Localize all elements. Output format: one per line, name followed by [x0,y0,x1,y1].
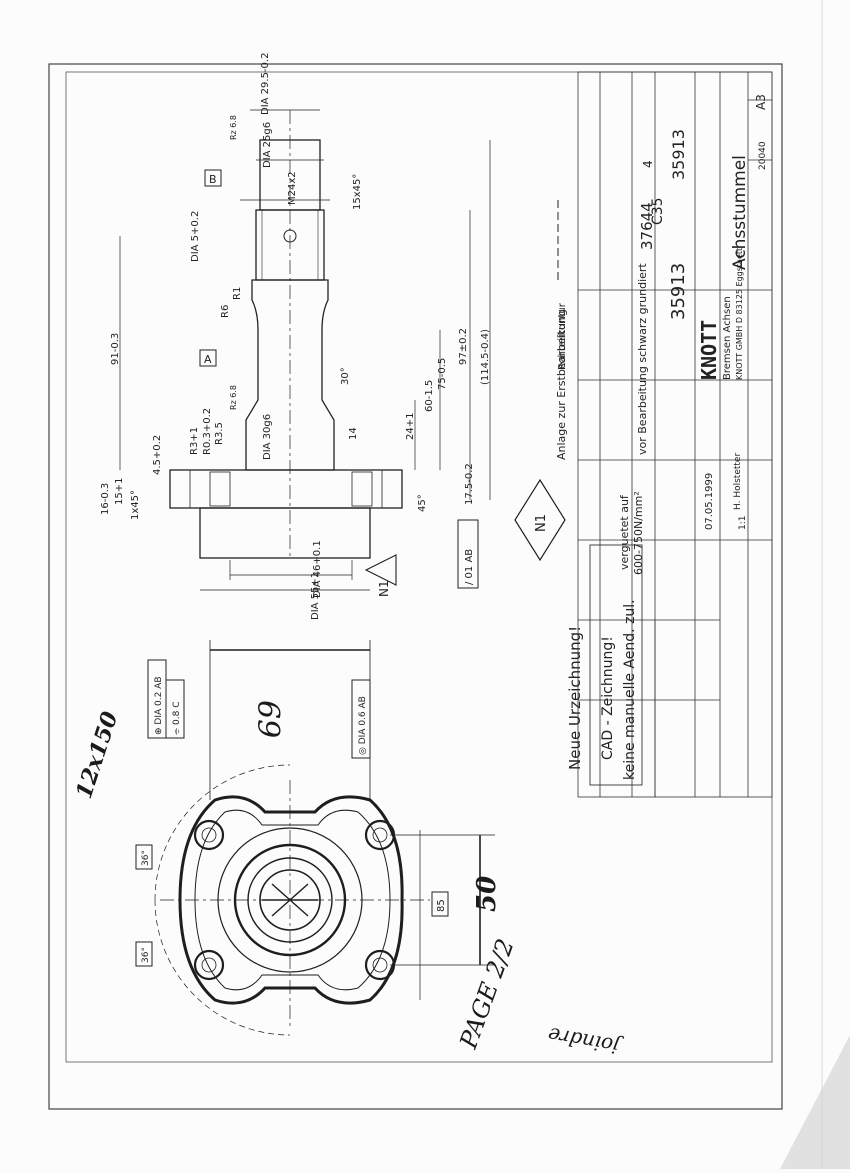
shaft-drawing [119,109,491,591]
outer-border [48,63,783,1110]
surface-finish-rz: Rz 6.8 Rz 6.8 [229,115,238,410]
company-line1: Bremsen Achsen [722,296,733,380]
dim-30-deg: 30° [340,367,351,385]
dim-60: 60-1.5 [424,380,435,412]
hand-dim-69: 69 [250,700,285,738]
drawing-number: 37644 [638,202,656,250]
company-logo: KNOTT [697,320,721,380]
part-number-top: 35913 [669,129,688,180]
notes-block: Anlage zur Erstbearbeitung Rohteilkontur… [555,200,643,786]
dim-91: 91-0.3 [110,333,121,365]
dim-r3-5: R3.5 [214,422,225,445]
dim-75: 75-0.5 [437,358,448,390]
angle-36-bottom: 36° [135,941,153,967]
note-first-machining: Anlage zur Erstbearbeitung [555,309,568,460]
dim-r3: R3+1 [189,427,200,455]
datum-b: B [204,169,222,187]
dim-dia-29-5: DIA 29.5-0.2 [260,53,271,115]
dim-r1: R1 [232,287,243,300]
ref-number: 20040 [758,141,768,170]
angle-36-top: 36° [135,844,153,870]
dim-m24: M24x2 [287,171,298,205]
flange-view [154,640,495,1036]
treatment-2: 600-750N/mm² [632,491,645,575]
dim-45-deg: 45° [417,494,428,512]
dim-24: 24+1 [405,413,416,440]
svg-text:36°: 36° [141,850,151,866]
note-new-original: Neue Urzeichnung! [566,626,584,770]
material: C35 [650,197,666,225]
svg-text:B: B [209,173,217,186]
drawn-by: H. Holstetter [733,453,743,510]
dim-dia-25: DIA 25g6 [262,122,273,168]
svg-text:Rz 6.8: Rz 6.8 [229,115,238,140]
dim-dia-46: DIA 46+0.1 [312,540,323,598]
company-line2: KNOTT GMBH D 83125 Eggstaett [735,248,744,380]
note-cad-line1: CAD - Zeichnung! [600,636,616,760]
svg-text:N1: N1 [534,514,549,532]
note-rough-contour: Rohteilkontur [557,302,568,370]
title-block [577,71,773,798]
tolerance-symmetry: ⌯ 0.8 C [165,679,185,739]
svg-text:Rz 6.8: Rz 6.8 [229,385,238,410]
tolerance-runout: / 01 AB [457,519,479,589]
dim-16: 16-0.3 [100,483,111,515]
part-title: Achsstummel [730,155,750,270]
treatment-1: verguetet auf [618,494,631,570]
svg-text:/ 01 AB: / 01 AB [464,549,475,585]
revision: 4 [641,160,655,168]
svg-text:85: 85 [436,899,447,912]
datum-n1-large: N1 [514,478,566,562]
dim-dia-5: DIA 5+0.2 [190,211,201,262]
finish-note: vor Bearbeitung schwarz grundiert [636,263,649,455]
dim-114: (114.5-0.4) [480,329,491,385]
datum-a: A [199,349,217,367]
sheet-format: A3 [754,94,768,110]
dim-97: 97±0.2 [458,328,469,365]
dim-4-5: 4.5+0.2 [152,435,163,475]
svg-text:36°: 36° [141,947,151,963]
part-number-large: 35913 [668,263,689,320]
dim-15: 15+1 [114,478,125,505]
dim-r0-3: R0.3+0.2 [202,408,213,455]
page-fold [780,1035,850,1169]
dim-dia-55: DIA 55+1 [310,572,321,620]
dim-chamfer-15: 15x45° [352,174,363,210]
svg-text:A: A [204,353,212,366]
svg-text:⌯ 0.8 C: ⌯ 0.8 C [172,701,182,735]
date: 07.05.1999 [704,473,715,530]
datum-n1-small: N1 [364,554,397,597]
svg-text:◎ DIA 0.6 AB: ◎ DIA 0.6 AB [358,696,368,755]
hand-dim-50: 50 [472,876,502,912]
dim-r6: R6 [220,305,231,318]
dim-17-5: 17.5-0.2 [464,463,475,505]
svg-text:⊕ DIA 0.2 AB: ⊕ DIA 0.2 AB [154,676,164,735]
shaft-dimensions: DIA 29.5-0.2 DIA 25g6 M24x2 15x45° DIA 5… [100,53,491,620]
dim-dia-30: DIA 30g6 [262,414,273,460]
note-cad-line2: keine manuelle Aend. zul. [622,599,638,780]
tolerance-concentric: ◎ DIA 0.6 AB [351,679,371,759]
svg-text:N1: N1 [377,580,391,597]
dim-chamfer-1: 1x45° [130,490,141,520]
dim-box-85: 85 [431,891,449,917]
title-block-texts: 35913 35913 37644 4 C35 Achsstummel verg… [618,94,768,575]
scale: 1:1 [738,516,748,530]
dim-14: 14 [348,427,359,440]
